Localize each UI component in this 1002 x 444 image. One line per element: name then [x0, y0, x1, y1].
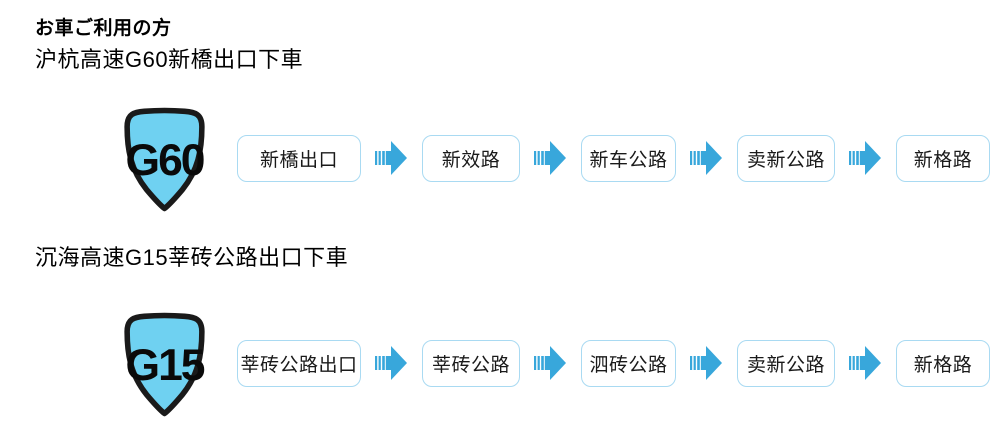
- route-step-box: 新效路: [422, 134, 520, 182]
- route-heading-g60: 沪杭高速G60新橋出口下車: [35, 47, 304, 72]
- arrow-right-icon: [534, 140, 567, 176]
- arrow-right-icon: [690, 140, 723, 176]
- arrow-right-icon: [849, 345, 882, 381]
- highway-shield-g15-icon: G15: [124, 312, 207, 417]
- arrow-right-icon: [849, 140, 882, 176]
- route-step-box: 新橋出口: [237, 134, 361, 182]
- route-step-box: 卖新公路: [737, 339, 835, 387]
- route-step-box: 莘砖公路: [422, 339, 520, 387]
- arrow-right-icon: [690, 345, 723, 381]
- route-step-box: 卖新公路: [737, 134, 835, 182]
- route-flow-g60: 新橋出口 新效路 新车公路 卖新公路 新格路: [237, 134, 990, 182]
- route-flow-g15: 莘砖公路出口 莘砖公路 泗砖公路 卖新公路 新格路: [237, 339, 990, 387]
- route-step-box: 莘砖公路出口: [237, 339, 361, 387]
- shield-label-g60: G60: [126, 136, 204, 185]
- route-step-box: 新格路: [896, 339, 990, 387]
- route-step-box: 新格路: [896, 134, 990, 182]
- route-step-box: 新车公路: [581, 134, 676, 182]
- highway-shield-g60-icon: G60: [124, 107, 206, 212]
- route-heading-g15: 沉海高速G15莘砖公路出口下車: [35, 245, 349, 270]
- shield-label-g15: G15: [126, 341, 205, 390]
- arrow-right-icon: [534, 345, 567, 381]
- arrow-right-icon: [375, 345, 408, 381]
- route-step-box: 泗砖公路: [581, 339, 676, 387]
- page-title: お車ご利用の方: [35, 18, 172, 39]
- arrow-right-icon: [375, 140, 408, 176]
